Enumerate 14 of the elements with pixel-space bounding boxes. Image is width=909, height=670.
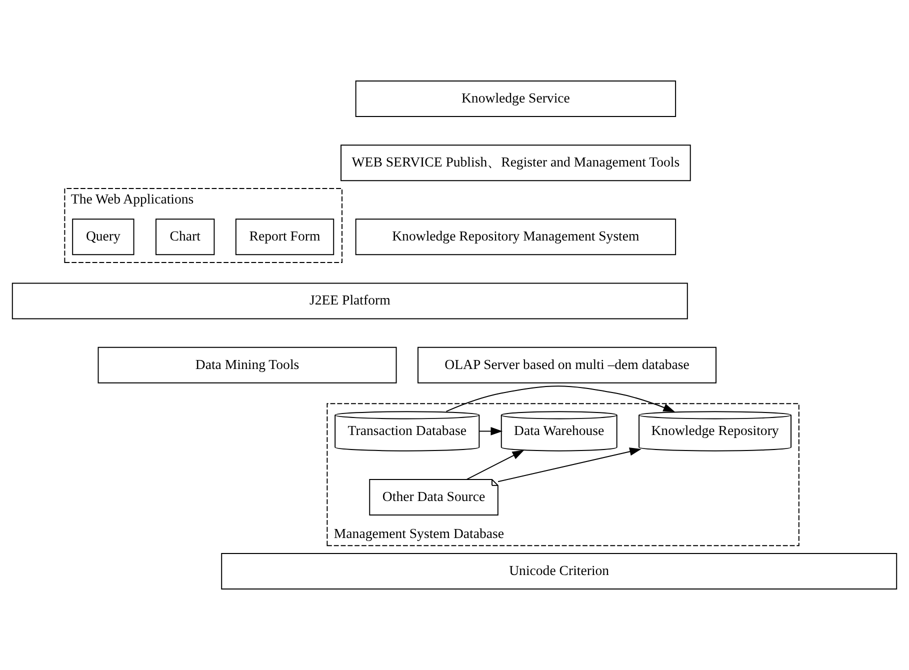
arrow	[498, 448, 642, 482]
node-box: Data Mining Tools	[98, 346, 397, 384]
node-box: Knowledge Service	[355, 80, 676, 117]
arrow	[478, 427, 503, 436]
node-box: Unicode Criterion	[221, 553, 898, 590]
node-box: J2EE Platform	[12, 282, 688, 320]
node-box: Chart	[155, 218, 215, 256]
node-box: Knowledge Repository Management System	[355, 218, 676, 256]
arrow	[446, 386, 676, 412]
node-box: WEB SERVICE Publish、Register and Management Tools	[340, 144, 691, 182]
arrow	[466, 450, 524, 480]
node-box: OLAP Server based on multi –dem database	[418, 346, 716, 384]
node-box: Report Form	[235, 218, 334, 256]
node-box: Query	[72, 218, 134, 256]
